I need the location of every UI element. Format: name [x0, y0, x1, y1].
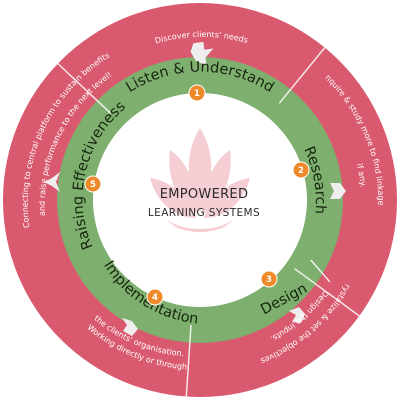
- arrow-5: [44, 172, 60, 192]
- center-subtitle: LEARNING SYSTEMS: [148, 207, 260, 219]
- stage-2-badge: 2: [292, 161, 310, 179]
- arrow-2: [330, 183, 346, 199]
- stage-1-number: 1: [194, 89, 200, 99]
- stage-4-number: 4: [152, 293, 158, 303]
- arrow-4: [122, 318, 138, 336]
- arrow-1: [190, 41, 214, 66]
- lotus-icon: [150, 128, 250, 232]
- stage-5-number: 5: [90, 180, 96, 190]
- stage-5-badge: 5: [84, 175, 102, 193]
- arrow-3: [289, 307, 305, 323]
- stage-badges: 1 2 3 4 5: [84, 84, 310, 306]
- stage-3-number: 3: [266, 275, 272, 285]
- stage-3-badge: 3: [260, 270, 278, 288]
- stage-4-badge: 4: [146, 288, 164, 306]
- cycle-arrows: [44, 41, 346, 336]
- segment-dividers: [53, 44, 376, 397]
- stage-2-number: 2: [298, 166, 304, 176]
- center-title: EMPOWERED: [160, 187, 249, 202]
- stage-1-badge: 1: [188, 84, 206, 102]
